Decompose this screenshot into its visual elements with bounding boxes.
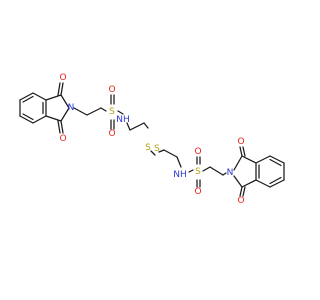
oxygen-atom-label: O — [194, 187, 201, 197]
sulfur-atom-label: S — [195, 167, 201, 177]
sulfur-atom-label: S — [145, 143, 151, 153]
right-phthalimide-bonds — [233, 146, 285, 197]
structure-diagram: O O N S O O NH S S NH S O O N O O — [19, 73, 285, 206]
left-phthalimide-bonds — [19, 82, 107, 134]
oxygen-atom-label: O — [59, 73, 66, 83]
oxygen-atom-label: O — [194, 147, 201, 157]
oxygen-atom-label: O — [108, 85, 115, 95]
nitrogen-atom-label: N — [227, 168, 234, 178]
left-sulfonyl-bonds — [110, 94, 149, 131]
nitrogen-atom-label: N — [68, 103, 75, 113]
nh-group-label: NH — [173, 170, 187, 180]
oxygen-atom-label: O — [108, 129, 115, 139]
oxygen-atom-label: O — [237, 137, 244, 147]
right-sulfonyl-bonds — [188, 156, 227, 188]
nh-group-label: NH — [116, 115, 130, 125]
oxygen-atom-label: O — [59, 134, 66, 144]
sulfur-atom-label: S — [154, 144, 160, 154]
molecule-canvas: O O N S O O NH S S NH S O O N O O — [19, 73, 285, 206]
disulfide-bonds — [150, 149, 182, 168]
oxygen-atom-label: O — [237, 196, 244, 206]
sulfur-atom-label: S — [109, 107, 115, 117]
